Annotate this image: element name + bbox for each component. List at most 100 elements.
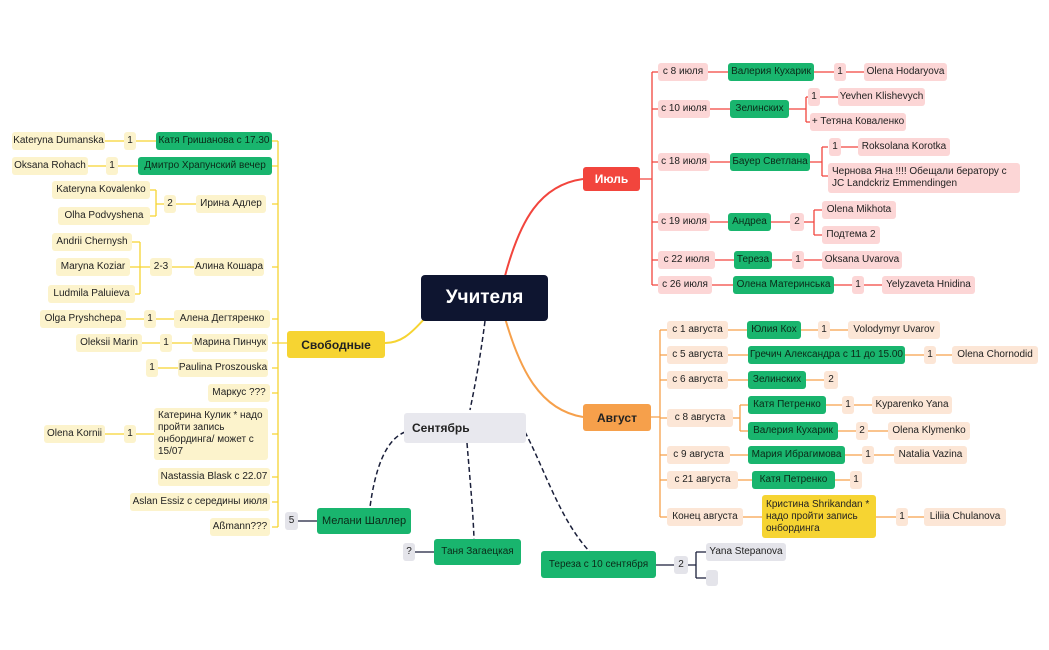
- free-student-2[interactable]: Oksana Rohach: [12, 157, 88, 175]
- branch-august[interactable]: Август: [583, 404, 651, 431]
- aug-count-7: 1: [850, 471, 862, 489]
- aug-date-4[interactable]: с 8 августа: [667, 409, 733, 427]
- branch-september[interactable]: Сентябрь: [404, 413, 526, 443]
- aug-count-2: 1: [924, 346, 936, 364]
- july-student-5[interactable]: Чернова Яна !!!! Обещали бератору с JC L…: [828, 163, 1020, 193]
- free-count-4: 2-3: [150, 258, 172, 276]
- july-date-6[interactable]: с 26 июля: [658, 276, 712, 294]
- july-count-5: 1: [792, 251, 804, 269]
- free-student-6[interactable]: Maryna Koziar: [56, 258, 130, 276]
- aug-student-2[interactable]: Olena Chornodid: [952, 346, 1038, 364]
- aug-teacher-3[interactable]: Зелинских: [748, 371, 806, 389]
- july-count-1: 1: [834, 63, 846, 81]
- free-teacher-9[interactable]: Катерина Кулик * надо пройти запись онбо…: [154, 408, 268, 460]
- free-count-2: 1: [106, 157, 118, 175]
- july-date-2[interactable]: с 10 июля: [658, 100, 710, 118]
- aug-teacher-5[interactable]: Валерия Кухарик: [748, 422, 838, 440]
- sep-student-empty[interactable]: [706, 570, 718, 586]
- free-student-7[interactable]: Ludmila Paluieva: [48, 285, 135, 303]
- july-teacher-3[interactable]: Бауер Светлана: [730, 153, 810, 171]
- aug-date-5[interactable]: с 9 августа: [667, 446, 730, 464]
- root-node[interactable]: Учителя: [421, 275, 548, 321]
- july-student-4[interactable]: Roksolana Korotka: [858, 138, 950, 156]
- july-count-6: 1: [852, 276, 864, 294]
- aug-teacher-2[interactable]: Гречич Александра с 11 до 15.00: [748, 346, 905, 364]
- free-teacher-5[interactable]: Алена Дегтяренко: [174, 310, 270, 328]
- aug-teacher-8[interactable]: Кристина Shrikandan * надо пройти запись…: [762, 495, 876, 538]
- july-teacher-2[interactable]: Зелинских: [730, 100, 789, 118]
- free-teacher-8[interactable]: Маркус ???: [208, 384, 270, 402]
- july-student-8[interactable]: Oksana Uvarova: [822, 251, 902, 269]
- aug-date-7[interactable]: Конец августа: [667, 508, 743, 526]
- july-count-3: 1: [829, 138, 841, 156]
- free-student-3[interactable]: Kateryna Kovalenko: [52, 181, 150, 199]
- free-count-8: 1: [124, 425, 136, 443]
- july-student-9[interactable]: Yelyzaveta Hnidina: [882, 276, 975, 294]
- aug-date-3[interactable]: с 6 августа: [667, 371, 728, 389]
- aug-teacher-4[interactable]: Катя Петренко: [748, 396, 826, 414]
- july-student-1[interactable]: Olena Hodaryova: [864, 63, 947, 81]
- aug-count-4: 1: [842, 396, 854, 414]
- free-count-7: 1: [146, 359, 158, 377]
- free-teacher-4[interactable]: Алина Кошара: [194, 258, 264, 276]
- aug-student-6[interactable]: Liliia Chulanova: [924, 508, 1006, 526]
- july-teacher-1[interactable]: Валерия Кухарик: [728, 63, 814, 81]
- july-count-2: 1: [808, 88, 820, 106]
- aug-count-8: 1: [896, 508, 908, 526]
- sep-teacher-1[interactable]: Мелани Шаллер: [317, 508, 411, 534]
- free-student-4[interactable]: Olha Podvyshena: [58, 207, 150, 225]
- july-student-6[interactable]: Olena Mikhota: [822, 201, 896, 219]
- free-count-5: 1: [144, 310, 156, 328]
- aug-count-5: 2: [856, 422, 868, 440]
- sep-student-1[interactable]: Yana Stepanova: [706, 543, 786, 561]
- aug-teacher-6[interactable]: Мария Ибрагимова: [748, 446, 845, 464]
- july-date-5[interactable]: с 22 июля: [658, 251, 715, 269]
- july-student-3[interactable]: + Тетяна Коваленко: [810, 113, 906, 131]
- july-count-4: 2: [790, 213, 804, 231]
- branch-july[interactable]: Июль: [583, 167, 640, 191]
- free-teacher-10[interactable]: Nastassia Blask с 22.07: [158, 468, 270, 486]
- july-date-1[interactable]: с 8 июля: [658, 63, 708, 81]
- july-teacher-5[interactable]: Тереза: [734, 251, 772, 269]
- free-teacher-1[interactable]: Катя Гришанова с 17.30: [156, 132, 272, 150]
- aug-student-4[interactable]: Olena Klymenko: [888, 422, 970, 440]
- free-student-9[interactable]: Oleksii Marin: [76, 334, 142, 352]
- free-teacher-3[interactable]: Ирина Адлер: [196, 195, 266, 213]
- aug-teacher-7[interactable]: Катя Петренко: [752, 471, 835, 489]
- free-student-5[interactable]: Andrii Chernysh: [52, 233, 132, 251]
- sep-count-2: ?: [403, 543, 415, 561]
- free-teacher-11[interactable]: Aslan Essiz с середины июля: [130, 493, 270, 511]
- free-teacher-7[interactable]: Paulina Proszouska: [178, 359, 268, 377]
- aug-count-1: 1: [818, 321, 830, 339]
- aug-student-3[interactable]: Kyparenko Yana: [872, 396, 952, 414]
- branch-free[interactable]: Свободные: [287, 331, 385, 358]
- free-count-3: 2: [164, 195, 176, 213]
- free-teacher-12[interactable]: Aßmann???: [210, 518, 270, 536]
- aug-count-6: 1: [862, 446, 874, 464]
- free-count-6: 1: [160, 334, 172, 352]
- sep-count-1: 5: [285, 512, 298, 530]
- sep-count-3: 2: [674, 556, 688, 574]
- aug-count-3: 2: [824, 371, 838, 389]
- july-student-2[interactable]: Yevhen Klishevych: [838, 88, 925, 106]
- aug-date-2[interactable]: с 5 августа: [667, 346, 728, 364]
- free-student-8[interactable]: Olga Pryshchepa: [40, 310, 126, 328]
- free-student-1[interactable]: Kateryna Dumanska: [12, 132, 105, 150]
- free-teacher-6[interactable]: Марина Пинчук: [192, 334, 268, 352]
- july-student-7[interactable]: Подтема 2: [822, 226, 880, 244]
- free-student-10[interactable]: Olena Kornii: [44, 425, 105, 443]
- free-teacher-2[interactable]: Дмитро Храпунский вечер: [138, 157, 272, 175]
- aug-student-1[interactable]: Volodymyr Uvarov: [848, 321, 940, 339]
- sep-teacher-2[interactable]: Таня Загаецкая: [434, 539, 521, 565]
- aug-date-1[interactable]: с 1 августа: [667, 321, 728, 339]
- sep-teacher-3[interactable]: Тереза с 10 сентября: [541, 551, 656, 578]
- july-date-4[interactable]: с 19 июля: [658, 213, 710, 231]
- aug-teacher-1[interactable]: Юлия Кох: [747, 321, 801, 339]
- july-date-3[interactable]: с 18 июля: [658, 153, 710, 171]
- july-teacher-4[interactable]: Андреа: [728, 213, 771, 231]
- aug-date-6[interactable]: с 21 августа: [667, 471, 738, 489]
- aug-student-5[interactable]: Natalia Vazina: [894, 446, 967, 464]
- july-teacher-6[interactable]: Олена Материнська: [733, 276, 834, 294]
